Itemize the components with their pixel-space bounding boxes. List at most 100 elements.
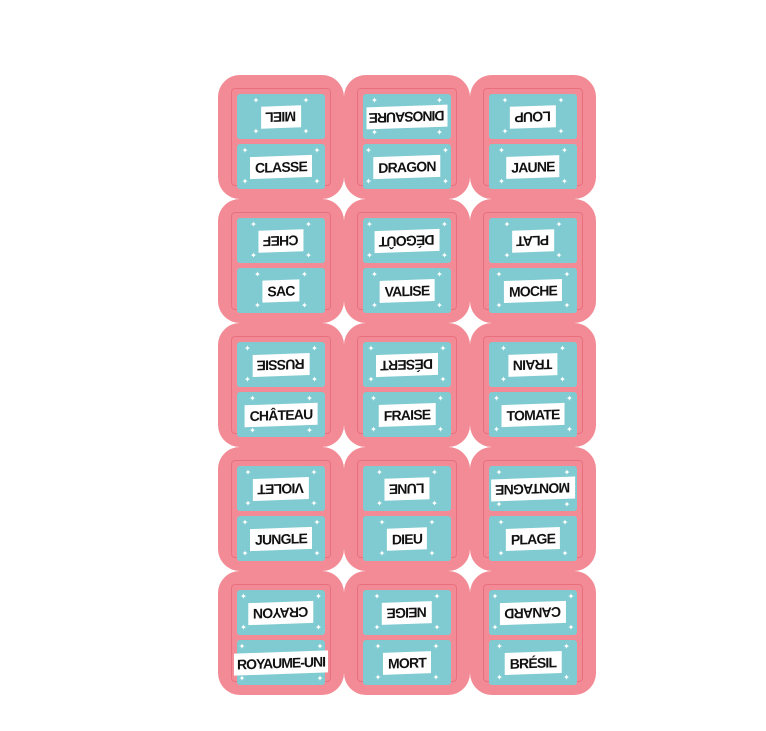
card-inner-border: PLAT✦✦✦✦MOCHE✦✦✦✦	[483, 212, 583, 313]
card-inner-border: TRAIN✦✦✦✦TOMATE✦✦✦✦	[483, 336, 583, 437]
edge-notch	[590, 561, 602, 581]
card-inner-border: MONTAGNE✦✦✦✦PLAGE✦✦✦✦	[483, 460, 583, 561]
sparkle-icon: ✦	[371, 95, 378, 105]
sparkle-icon: ✦	[370, 394, 377, 403]
cut-mark-icon	[339, 566, 348, 575]
sparkle-icon: ✦	[244, 375, 251, 384]
sparkle-icon: ✦	[497, 518, 505, 527]
sparkle-icon: ✦	[555, 220, 563, 229]
word-label-upside-down: DINOSAURE	[366, 104, 448, 129]
bottom-word-panel: BRÉSIL✦✦✦✦	[489, 640, 577, 685]
card-inner-border: CHEF✦✦✦✦SAC✦✦✦✦	[231, 212, 331, 313]
sparkle-icon: ✦	[500, 375, 507, 384]
word-label: DIEU	[386, 526, 428, 551]
word-card: MONTAGNE✦✦✦✦PLAGE✦✦✦✦	[470, 447, 596, 571]
sparkle-icon: ✦	[306, 425, 313, 435]
word-card: MIEL✦✦✦✦CLASSE✦✦✦✦	[218, 75, 344, 199]
sparkle-icon: ✦	[498, 146, 505, 155]
sparkle-icon: ✦	[561, 518, 569, 527]
top-word-panel: DÉSERT✦✦✦✦	[363, 342, 451, 387]
sparkle-icon: ✦	[431, 499, 438, 508]
edge-notch	[212, 189, 224, 209]
sparkle-icon: ✦	[241, 146, 249, 155]
sparkle-icon: ✦	[563, 467, 571, 477]
sparkle-icon: ✦	[244, 468, 252, 477]
sparkle-icon: ✦	[310, 468, 318, 477]
sparkle-icon: ✦	[254, 301, 261, 310]
sparkle-icon: ✦	[495, 499, 503, 509]
sparkle-icon: ✦	[371, 127, 378, 137]
cut-mark-icon	[465, 566, 474, 575]
sparkle-icon: ✦	[563, 270, 571, 279]
sparkle-icon: ✦	[567, 592, 575, 601]
sparkle-icon: ✦	[367, 375, 375, 384]
word-label: FRAISE	[378, 402, 436, 427]
bottom-word-panel: DIEU✦✦✦✦	[363, 516, 451, 561]
sparkle-icon: ✦	[559, 375, 566, 384]
sparkle-icon: ✦	[503, 251, 511, 260]
sparkle-icon: ✦	[436, 127, 443, 137]
top-word-panel: TRAIN✦✦✦✦	[489, 342, 577, 387]
edge-notch	[590, 437, 602, 457]
word-label-upside-down: CHEF	[258, 228, 304, 253]
sparkle-icon: ✦	[491, 623, 499, 632]
sparkle-icon: ✦	[439, 344, 447, 353]
sparkle-icon: ✦	[238, 673, 246, 683]
word-card: NEIGE✦✦✦✦MORT✦✦✦✦	[344, 571, 470, 695]
bottom-word-panel: ROYAUME-UNI✦✦✦✦	[233, 640, 329, 685]
sparkle-icon: ✦	[498, 177, 505, 186]
edge-notch	[212, 313, 224, 333]
sparkle-icon: ✦	[373, 592, 381, 601]
sparkle-icon: ✦	[437, 425, 444, 434]
sparkle-icon: ✦	[436, 95, 443, 105]
sparkle-icon: ✦	[557, 127, 565, 136]
bottom-word-panel: TOMATE✦✦✦✦	[489, 392, 577, 437]
card-inner-border: CRAYON✦✦✦✦ROYAUME-UNI✦✦✦✦	[231, 584, 331, 685]
sparkle-icon: ✦	[555, 251, 563, 260]
cut-mark-icon	[339, 442, 348, 451]
card-inner-border: MIEL✦✦✦✦CLASSE✦✦✦✦	[231, 88, 331, 189]
sparkle-icon: ✦	[561, 177, 568, 186]
top-word-panel: VIOLET✦✦✦✦	[237, 466, 325, 511]
word-label-upside-down: VIOLET	[253, 476, 309, 501]
card-inner-border: LOUP✦✦✦✦JAUNE✦✦✦✦	[483, 88, 583, 189]
bottom-word-panel: CHÂTEAU✦✦✦✦	[237, 392, 325, 437]
word-label-upside-down: RUSSIE	[252, 352, 310, 377]
sparkle-icon: ✦	[436, 270, 443, 279]
sparkle-icon: ✦	[313, 549, 321, 558]
edge-notch	[212, 437, 224, 457]
sparkle-icon: ✦	[567, 623, 575, 632]
sparkle-icon: ✦	[496, 642, 503, 651]
word-card: CRAYON✦✦✦✦ROYAUME-UNI✦✦✦✦	[218, 571, 344, 695]
bottom-word-panel: MOCHE✦✦✦✦	[489, 268, 577, 313]
sparkle-icon: ✦	[249, 393, 256, 403]
bottom-word-panel: DRAGON✦✦✦✦	[363, 144, 451, 189]
word-label: CLASSE	[250, 154, 312, 179]
top-word-panel: LUNE✦✦✦✦	[363, 466, 451, 511]
sparkle-icon: ✦	[302, 127, 310, 136]
sparkle-icon: ✦	[241, 177, 249, 186]
sparkle-icon: ✦	[315, 592, 322, 601]
sparkle-icon: ✦	[491, 592, 499, 601]
sparkle-icon: ✦	[433, 623, 441, 632]
word-label: MOCHE	[503, 278, 563, 303]
word-card: CANARD✦✦✦✦BRÉSIL✦✦✦✦	[470, 571, 596, 695]
edge-notch	[590, 313, 602, 333]
sparkle-icon: ✦	[366, 251, 373, 260]
sparkle-icon: ✦	[373, 623, 381, 632]
top-word-panel: DINOSAURE✦ ✦ ✦ ✦	[363, 94, 451, 139]
sparkle-icon: ✦	[495, 467, 503, 477]
sparkle-icon: ✦	[313, 177, 321, 186]
sparkle-icon: ✦	[503, 220, 511, 229]
card-inner-border: DINOSAURE✦ ✦ ✦ ✦ DRAGON✦✦✦✦	[357, 88, 457, 189]
sparkle-icon: ✦	[441, 220, 448, 229]
word-label: PLAGE	[505, 526, 561, 551]
sparkle-icon: ✦	[495, 301, 503, 310]
sparkle-icon: ✦	[496, 673, 503, 682]
sparkle-icon: ✦	[238, 641, 246, 651]
sparkle-icon: ✦	[315, 623, 322, 632]
top-word-panel: CRAYON✦✦✦✦	[237, 590, 325, 635]
sparkle-icon: ✦	[252, 127, 260, 136]
word-label: MORT	[382, 650, 432, 675]
sparkle-icon: ✦	[371, 301, 378, 310]
